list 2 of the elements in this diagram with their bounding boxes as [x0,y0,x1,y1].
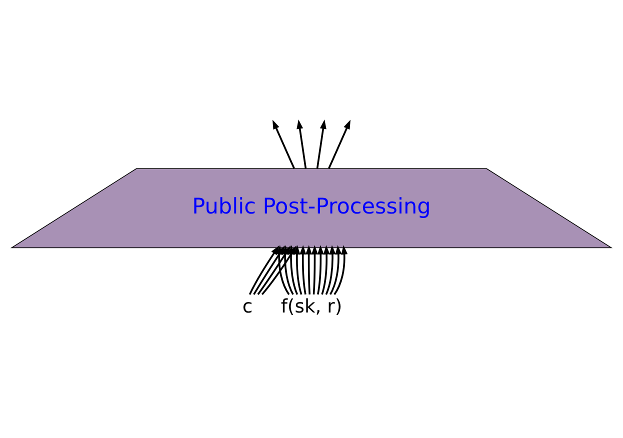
node-text: f(sk, r) [280,296,342,318]
node-text: c [242,296,253,318]
